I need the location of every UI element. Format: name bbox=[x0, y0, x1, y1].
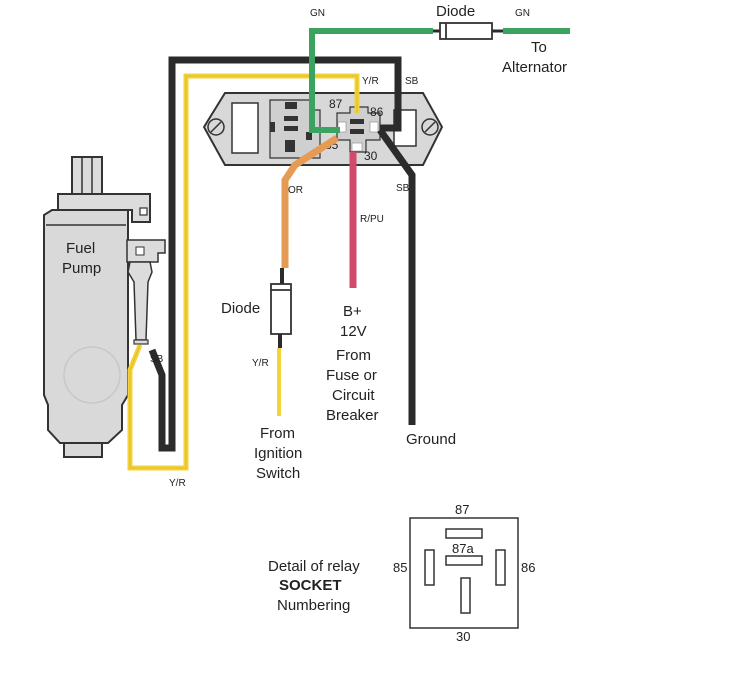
wire-or bbox=[281, 135, 339, 268]
top-diode-body bbox=[439, 22, 493, 40]
socket-pin-85 bbox=[424, 549, 435, 586]
socket-label-85: 85 bbox=[393, 560, 407, 575]
ignition-diode-label: Diode bbox=[221, 300, 260, 317]
pump-motor-icon bbox=[63, 346, 121, 404]
label-or: OR bbox=[288, 185, 303, 196]
label-yr-top: Y/R bbox=[362, 76, 379, 87]
socket-label-86: 86 bbox=[521, 560, 535, 575]
ignition-source-line1: From bbox=[260, 425, 295, 442]
wire-sb-pump-loop bbox=[148, 56, 402, 452]
ignition-source-line2: Ignition bbox=[254, 445, 302, 462]
label-yr-ignition: Y/R bbox=[252, 358, 269, 369]
socket-caption-line3: Numbering bbox=[277, 597, 350, 614]
socket-pin-87a bbox=[445, 555, 483, 566]
socket-pin-86 bbox=[495, 549, 506, 586]
label-sb-right: SB bbox=[396, 183, 410, 194]
wire-gn-to-diode bbox=[309, 28, 433, 133]
pump-connector-plug bbox=[126, 239, 166, 263]
label-yr-bottom: Y/R bbox=[169, 478, 186, 489]
socket-pin-87 bbox=[445, 528, 483, 539]
socket-pin-30 bbox=[460, 577, 471, 614]
power-label-line3: From bbox=[336, 347, 371, 364]
fuel-pump-label-line1: Fuel bbox=[66, 240, 95, 257]
ignition-source-line3: Switch bbox=[256, 465, 300, 482]
label-rpu: R/PU bbox=[360, 214, 384, 225]
ignition-diode bbox=[270, 283, 292, 335]
terminal-30-label: 30 bbox=[364, 149, 378, 163]
ground-label: Ground bbox=[406, 431, 456, 448]
terminal-87-label: 87 bbox=[329, 97, 343, 111]
label-gn-right: GN bbox=[515, 8, 530, 19]
power-label-line4: Fuse or bbox=[326, 367, 377, 384]
top-diode-label: Diode bbox=[436, 3, 475, 20]
pump-connector-boot bbox=[127, 261, 153, 341]
socket-label-87a: 87a bbox=[452, 541, 474, 556]
left-mounting-screw-icon bbox=[207, 118, 225, 136]
ignition-diode-body bbox=[270, 283, 292, 335]
power-label-line1: B+ bbox=[343, 303, 362, 320]
fuel-pump: Fuel Pump bbox=[43, 156, 166, 458]
top-diode bbox=[439, 22, 493, 40]
alternator-label-line2: Alternator bbox=[502, 59, 567, 76]
terminal-86-label: 86 bbox=[370, 105, 384, 119]
socket-label-87: 87 bbox=[455, 502, 469, 517]
right-mounting-screw-icon bbox=[421, 118, 439, 136]
pump-top-nozzle bbox=[71, 156, 103, 198]
power-label-line6: Breaker bbox=[326, 407, 379, 424]
socket-caption-line2: SOCKET bbox=[279, 577, 342, 594]
relay-socket-detail: Detail of relay SOCKET Numbering 87 87a … bbox=[268, 502, 535, 644]
label-gn-top: GN bbox=[310, 8, 325, 19]
alternator-label-line1: To bbox=[531, 39, 547, 56]
wire-sb-ground bbox=[377, 127, 416, 425]
socket-label-30: 30 bbox=[456, 629, 470, 644]
power-label-line2: 12V bbox=[340, 323, 367, 340]
socket-caption-line1: Detail of relay bbox=[268, 558, 360, 575]
power-label-line5: Circuit bbox=[332, 387, 375, 404]
label-sb-top: SB bbox=[405, 76, 419, 87]
fuel-pump-label-line2: Pump bbox=[62, 260, 101, 277]
label-sb-pump: SB bbox=[150, 354, 164, 365]
